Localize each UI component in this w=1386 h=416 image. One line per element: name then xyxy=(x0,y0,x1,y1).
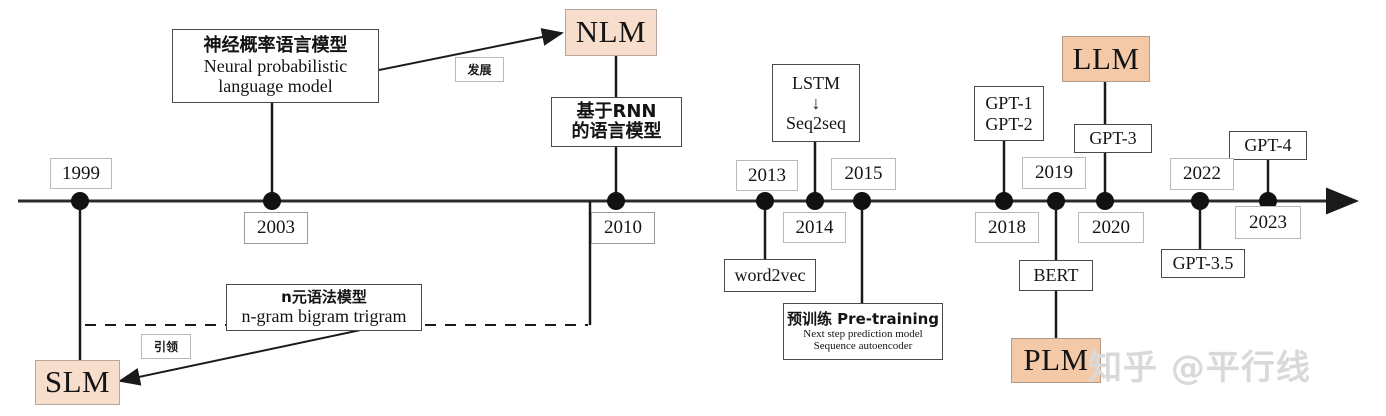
stage-label-slm: SLM xyxy=(44,364,111,400)
box-word2vec[interactable]: word2vec xyxy=(724,259,816,292)
year-label-2013: 2013 xyxy=(748,164,786,186)
pretraining-line2: Next step prediction model xyxy=(803,327,923,340)
stage-box-nlm[interactable]: NLM xyxy=(565,9,657,56)
year-label-2015: 2015 xyxy=(844,163,883,185)
year-box-1999[interactable]: 1999 xyxy=(50,158,112,189)
box-bert[interactable]: BERT xyxy=(1019,260,1093,291)
year-box-2022[interactable]: 2022 xyxy=(1170,158,1234,190)
year-box-2010[interactable]: 2010 xyxy=(591,212,655,244)
relation-label-yinling[interactable]: 引领 xyxy=(141,334,191,359)
box-gpt-3[interactable]: GPT-3 xyxy=(1074,124,1152,153)
gpt4-label: GPT-4 xyxy=(1244,135,1292,156)
year-label-2010: 2010 xyxy=(604,217,642,239)
gpt3-label: GPT-3 xyxy=(1089,128,1137,149)
year-box-2019[interactable]: 2019 xyxy=(1022,157,1086,189)
year-box-2018[interactable]: 2018 xyxy=(975,212,1039,243)
down-arrow-icon: ↓ xyxy=(811,92,821,113)
year-box-2014[interactable]: 2014 xyxy=(783,212,846,243)
stage-label-nlm: NLM xyxy=(575,14,647,50)
year-label-2019: 2019 xyxy=(1035,162,1073,184)
arrow-npl-to-nlm xyxy=(378,28,564,71)
gpt35-label: GPT-3.5 xyxy=(1172,253,1234,274)
bert-label: BERT xyxy=(1033,265,1079,286)
lstm-line1: LSTM xyxy=(791,72,840,93)
year-box-2023[interactable]: 2023 xyxy=(1235,206,1301,239)
box-ngram-model[interactable]: n元语法模型 n-gram bigram trigram xyxy=(226,284,422,331)
lstm-line2: Seq2seq xyxy=(786,113,846,134)
box-gpt-1-2[interactable]: GPT-1 GPT-2 xyxy=(974,86,1044,141)
timeline-nodes xyxy=(71,192,1277,210)
box-lstm-seq2seq[interactable]: LSTM ↓ Seq2seq xyxy=(772,64,860,142)
npl-line-cn: 神经概率语言模型 xyxy=(203,34,348,56)
box-rnn-language-model[interactable]: 基于RNN 的语言模型 xyxy=(551,97,682,147)
box-pretraining[interactable]: 预训练 Pre-training Next step prediction mo… xyxy=(783,303,943,360)
box-gpt-4[interactable]: GPT-4 xyxy=(1229,131,1307,160)
yinling-text: 引领 xyxy=(153,340,178,354)
gpt1-label: GPT-1 xyxy=(985,93,1033,114)
stage-box-llm[interactable]: LLM xyxy=(1062,36,1150,82)
year-box-2003[interactable]: 2003 xyxy=(244,212,308,244)
year-box-2013[interactable]: 2013 xyxy=(736,160,798,191)
box-neural-probabilistic-language-model[interactable]: 神经概率语言模型 Neural probabilistic language m… xyxy=(172,29,379,103)
year-label-2020: 2020 xyxy=(1092,216,1130,238)
year-label-2018: 2018 xyxy=(988,216,1026,238)
stage-label-plm: PLM xyxy=(1023,342,1089,378)
relation-label-fazhan[interactable]: 发展 xyxy=(455,57,504,82)
pretraining-line3: Sequence autoencoder xyxy=(813,339,913,352)
year-label-1999: 1999 xyxy=(62,162,100,184)
fazhan-text: 发展 xyxy=(467,63,492,77)
year-label-2014: 2014 xyxy=(795,216,834,238)
npl-line-en2: language model xyxy=(218,76,333,97)
pretraining-title: 预训练 Pre-training xyxy=(786,309,940,328)
year-box-2020[interactable]: 2020 xyxy=(1078,212,1144,243)
npl-line-en1: Neural probabilistic xyxy=(203,55,348,76)
year-label-2023: 2023 xyxy=(1249,211,1287,233)
stage-box-plm[interactable]: PLM xyxy=(1011,338,1101,383)
stage-label-llm: LLM xyxy=(1072,40,1140,76)
ngram-line-cn: n元语法模型 xyxy=(281,288,367,307)
rnn-line2: 的语言模型 xyxy=(571,121,662,142)
ngram-line-en: n-gram bigram trigram xyxy=(241,305,407,326)
stage-box-slm[interactable]: SLM xyxy=(35,360,120,405)
rnn-line1: 基于RNN xyxy=(576,100,657,122)
gpt2-label: GPT-2 xyxy=(985,113,1033,134)
watermark-text: 知乎 @平行线 xyxy=(1088,348,1311,388)
box-gpt-3-5[interactable]: GPT-3.5 xyxy=(1161,249,1245,278)
year-label-2003: 2003 xyxy=(257,217,295,239)
watermark: 知乎 @平行线 xyxy=(1088,340,1311,389)
year-box-2015[interactable]: 2015 xyxy=(831,158,896,190)
word2vec-label: word2vec xyxy=(734,265,806,286)
year-label-2022: 2022 xyxy=(1183,163,1221,185)
